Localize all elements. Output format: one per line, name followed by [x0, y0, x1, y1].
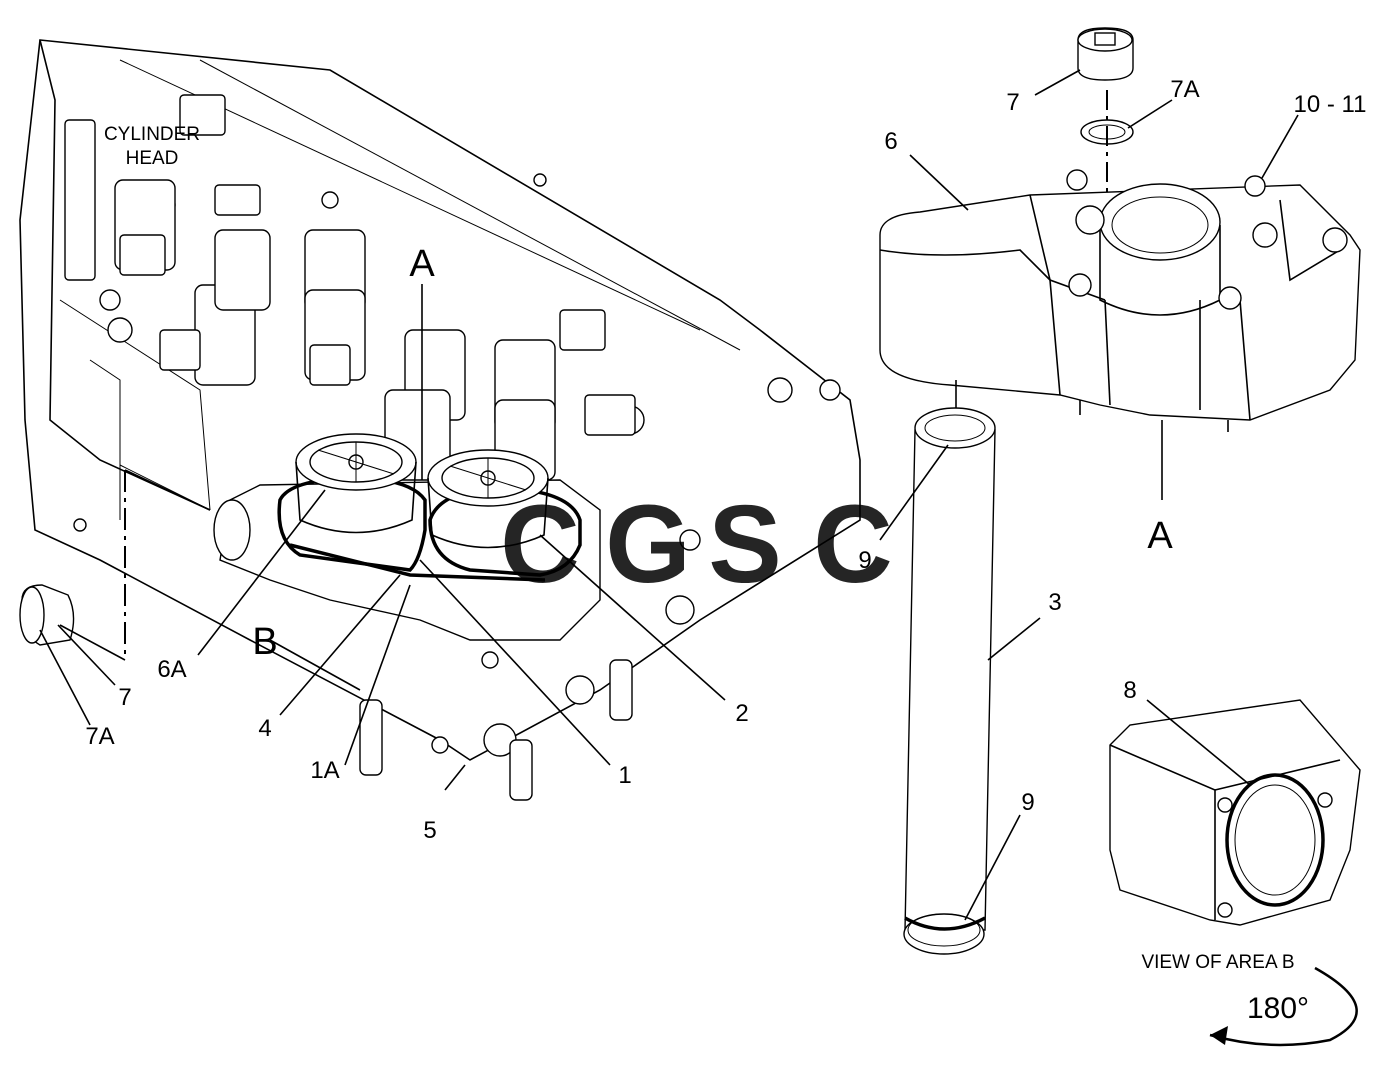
leader-lines [39, 69, 1299, 921]
callout-8: 8 [1123, 677, 1136, 704]
thermostat-left [295, 433, 417, 534]
callout-7-top: 7 [1006, 89, 1019, 116]
callout-7a-top: 7A [1170, 76, 1199, 103]
callout-6a: 6A [157, 656, 186, 683]
callout-6: 6 [884, 128, 897, 155]
cgsc-watermark: C G S C [500, 483, 892, 606]
rotation-label: 180° [1247, 992, 1309, 1025]
watermark-letter-c2: C [813, 483, 892, 606]
water-tube [903, 407, 996, 955]
watermark-letter-c1: C [500, 483, 579, 606]
callout-9-upper: 9 [858, 547, 871, 574]
watermark-letter-s: S [708, 483, 781, 606]
plug-left [19, 584, 75, 646]
section-a-right-label: A [1147, 515, 1173, 557]
callout-5: 5 [423, 817, 436, 844]
callout-4: 4 [258, 715, 271, 742]
callout-2: 2 [735, 700, 748, 727]
section-a-top-label: A [409, 243, 435, 285]
watermark-letter-g: G [605, 483, 691, 606]
cylinder-head-label-line2: HEAD [126, 148, 179, 169]
water-outlet-housing [879, 169, 1361, 500]
callout-7a-left: 7A [85, 723, 114, 750]
view-area-b-drawing [1109, 699, 1361, 926]
callout-7-left: 7 [118, 684, 131, 711]
view-of-area-b-label: VIEW OF AREA B [1141, 952, 1294, 973]
callout-3: 3 [1048, 589, 1061, 616]
bolt-top [1077, 27, 1134, 81]
thermostat-right [427, 449, 549, 549]
cylinder-head-drawing [19, 39, 861, 801]
callout-10-11: 10 - 11 [1294, 91, 1367, 118]
cylinder-head-label-line1: CYLINDER [104, 124, 200, 145]
callout-1: 1 [618, 762, 631, 789]
callout-9-lower: 9 [1021, 789, 1034, 816]
callout-1a: 1A [310, 757, 339, 784]
section-b-label: B [252, 621, 277, 663]
rotation-arrow [1209, 966, 1358, 1047]
